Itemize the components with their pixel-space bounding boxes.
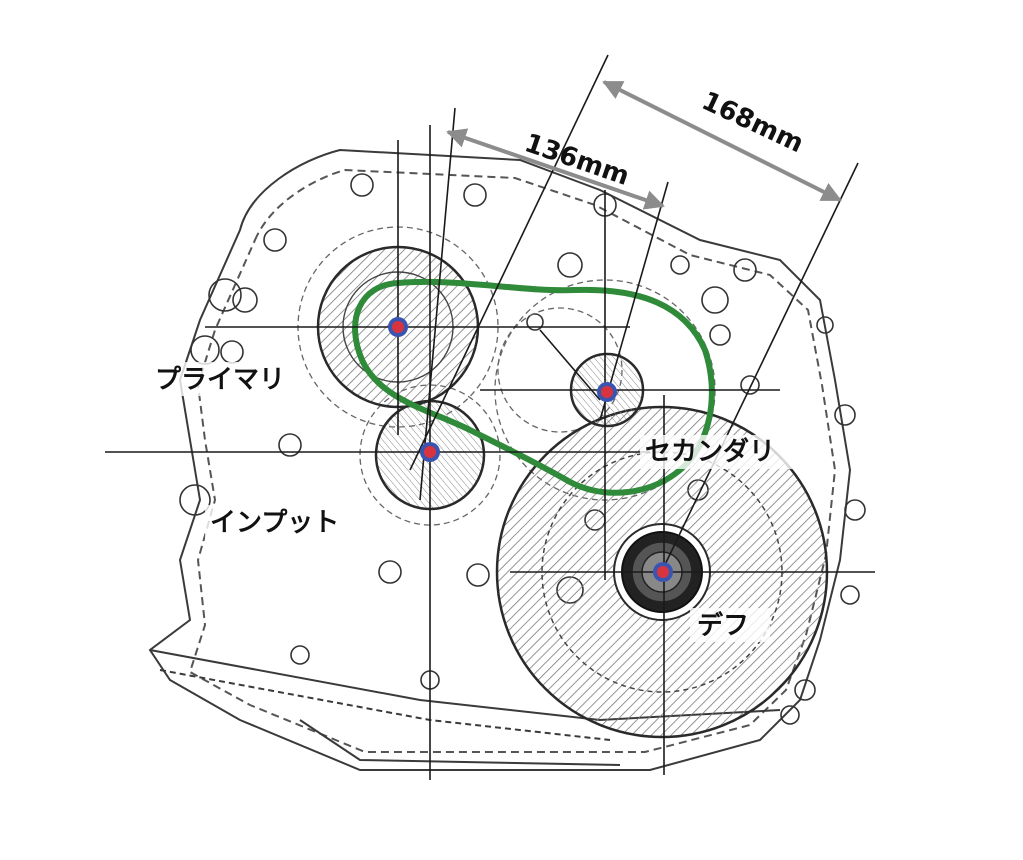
- diff-label: デフ: [697, 610, 749, 641]
- dimension-label-168: 168mm: [697, 86, 808, 159]
- primary-label: プライマリ: [155, 365, 285, 395]
- input-hub: [420, 442, 440, 462]
- dimension-arrow-168: [602, 80, 842, 202]
- primary-hub: [388, 317, 408, 337]
- shaft-hubs: [388, 317, 673, 582]
- dimension-arrows: [446, 80, 842, 210]
- diff-hub: [653, 562, 673, 582]
- secondary-hub: [597, 382, 617, 402]
- secondary-label: セカンダリ: [645, 436, 775, 467]
- input-label: インプット: [210, 508, 339, 538]
- cvt-belt: [352, 278, 715, 496]
- label-backgrounds: [152, 362, 800, 642]
